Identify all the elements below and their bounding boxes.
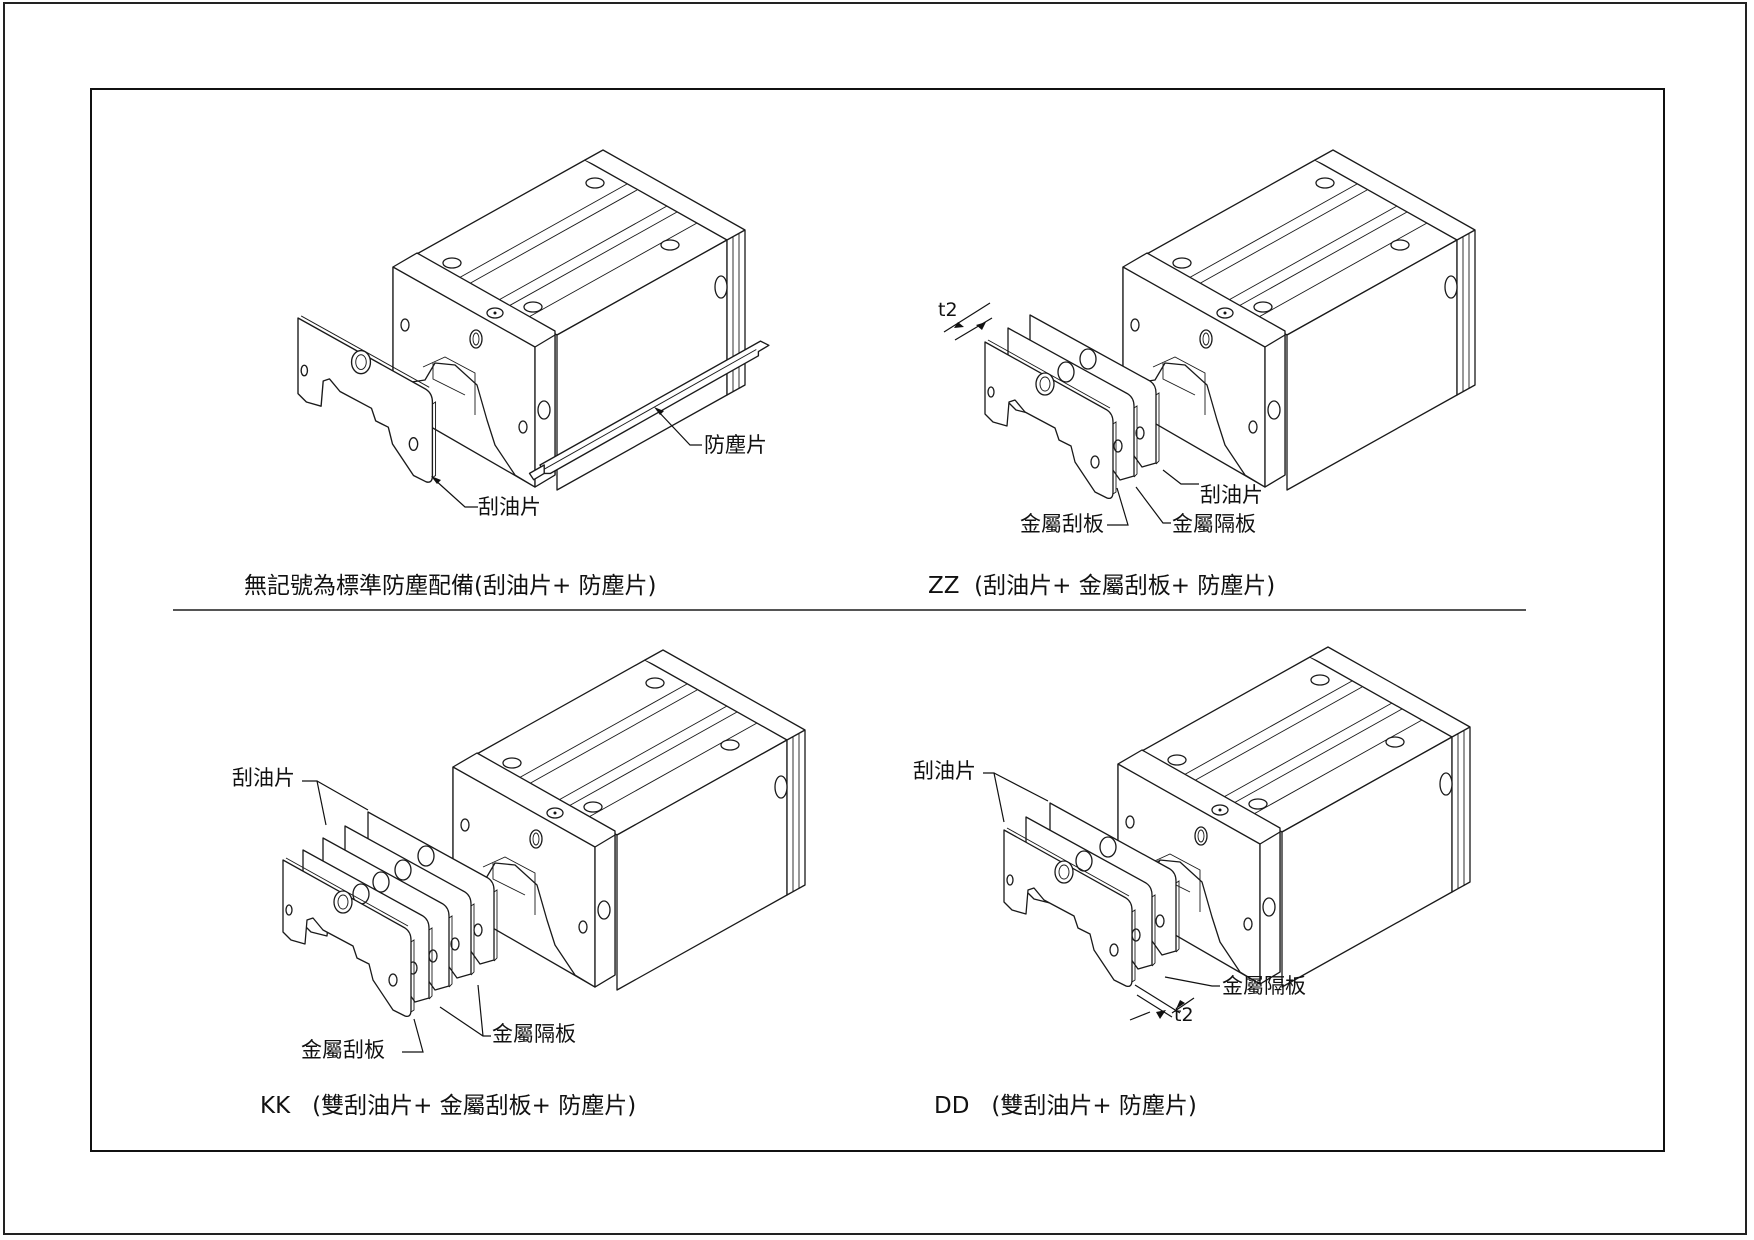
- leader-wiper: [302, 780, 327, 826]
- guide-block: [452, 649, 806, 991]
- label-metal-scraper: 金屬刮板: [301, 1038, 385, 1062]
- leader-wiper: [433, 478, 478, 508]
- kk-panel-drawing: [282, 649, 806, 1053]
- leader-arrow: [431, 476, 441, 484]
- leader-metal-scraper: [1107, 487, 1129, 526]
- label-wiper: 刮油片: [478, 495, 541, 519]
- caption-text: (刮油片+ 金屬刮板+ 防塵片): [974, 573, 1276, 599]
- t2-arrow: [1176, 1000, 1185, 1009]
- leader-metal-spacer: [1135, 486, 1171, 524]
- leader-wiper: [993, 772, 1049, 802]
- outer-page-border: [3, 2, 1747, 1235]
- caption-code: KK: [260, 1093, 291, 1119]
- guide-block: [392, 149, 746, 491]
- leader-wiper: [983, 772, 1005, 823]
- caption-text: (雙刮油片+ 防塵片): [991, 1093, 1197, 1119]
- leader-arrow: [654, 407, 664, 415]
- t2-dim-line: [943, 302, 991, 333]
- zz-panel-drawing: [943, 149, 1476, 526]
- leader-wiper: [316, 780, 369, 811]
- drawing-frame: [90, 88, 1665, 1152]
- caption-dd: DD (雙刮油片+ 防塵片): [934, 1095, 1197, 1118]
- dd-panel-drawing: [983, 646, 1471, 1021]
- label-metal-scraper: 金屬刮板: [1020, 512, 1104, 536]
- label-t2: t2: [1174, 1004, 1194, 1026]
- label-wiper: 刮油片: [1200, 483, 1263, 507]
- leader-wiper: [1162, 469, 1199, 485]
- label-wiper: 刮油片: [232, 766, 295, 790]
- caption-zz: ZZ (刮油片+ 金屬刮板+ 防塵片): [928, 575, 1275, 598]
- t2-dim-line: [954, 317, 993, 341]
- leader-dust-strip: [656, 409, 702, 446]
- label-metal-spacer: 金屬隔板: [492, 1022, 576, 1046]
- t2-dim-line: [1136, 994, 1173, 1018]
- caption-standard: 無記號為標準防塵配備(刮油片+ 防塵片): [244, 573, 657, 599]
- caption-code: DD: [934, 1093, 970, 1119]
- label-wiper: 刮油片: [913, 759, 976, 783]
- standard-panel-drawing: [297, 149, 770, 508]
- label-t2: t2: [938, 299, 958, 321]
- leader-metal-spacer: [477, 984, 484, 1037]
- t2-dim-line: [1171, 997, 1195, 1014]
- t2-dim-line: [1134, 984, 1181, 1014]
- caption-kk: KK (雙刮油片+ 金屬刮板+ 防塵片): [260, 1095, 636, 1118]
- caption-code: ZZ: [928, 573, 960, 599]
- t2-arrow: [976, 322, 986, 330]
- label-metal-spacer: 金屬隔板: [1172, 512, 1256, 536]
- leader-metal-spacer: [439, 1006, 491, 1037]
- caption-text: (雙刮油片+ 金屬刮板+ 防塵片): [312, 1093, 637, 1119]
- label-metal-spacer: 金屬隔板: [1222, 974, 1306, 998]
- guide-block: [1122, 149, 1476, 491]
- t2-arrow: [954, 322, 964, 328]
- leader-metal-scraper: [402, 1018, 424, 1053]
- leader-metal-spacer: [1164, 976, 1220, 987]
- t2-arrow: [1156, 1010, 1166, 1019]
- t2-dim-line: [1129, 1011, 1151, 1021]
- label-dust-strip: 防塵片: [704, 433, 767, 457]
- panel-divider: [173, 609, 1526, 611]
